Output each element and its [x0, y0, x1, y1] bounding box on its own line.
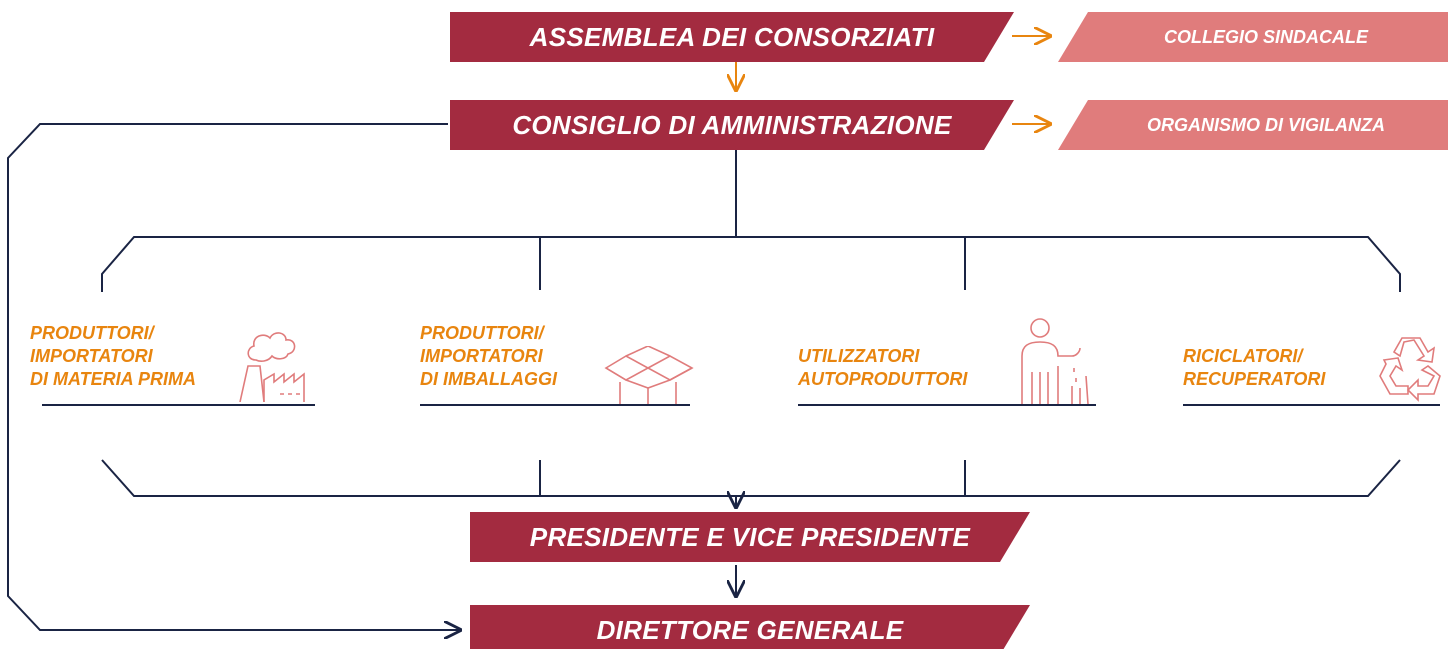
- top-bracket: [101, 236, 1401, 292]
- category-label-line: IMPORTATORI: [30, 346, 153, 366]
- node-organismo: ORGANISMO DI VIGILANZA: [1058, 100, 1448, 150]
- recycle-icon: [1379, 337, 1441, 402]
- category-riciclatori: RICICLATORI/ RECUPERATORI: [1183, 345, 1325, 391]
- node-assemblea: ASSEMBLEA DEI CONSORZIATI: [450, 12, 1014, 62]
- category-label-line: RICICLATORI/: [1183, 346, 1303, 366]
- category-label-line: PRODUTTORI/: [30, 323, 154, 343]
- node-presidente: PRESIDENTE E VICE PRESIDENTE: [470, 512, 1030, 562]
- node-direttore-label: DIRETTORE GENERALE: [596, 614, 904, 645]
- category-label-line: DI IMBALLAGGI: [420, 369, 557, 389]
- connector-consiglio-to-direttore: [7, 123, 460, 630]
- node-organismo-label: ORGANISMO DI VIGILANZA: [1147, 114, 1385, 135]
- bottom-bracket: [101, 459, 1401, 497]
- node-consiglio-label: CONSIGLIO DI AMMINISTRAZIONE: [512, 109, 952, 140]
- node-assemblea-label: ASSEMBLEA DEI CONSORZIATI: [529, 21, 935, 52]
- category-label-line: AUTOPRODUTTORI: [798, 369, 968, 389]
- category-produttori-materia-prima: PRODUTTORI/ IMPORTATORI DI MATERIA PRIMA: [30, 322, 196, 391]
- category-label-line: RECUPERATORI: [1183, 369, 1326, 389]
- node-presidente-label: PRESIDENTE E VICE PRESIDENTE: [529, 521, 971, 552]
- category-label-line: IMPORTATORI: [420, 346, 543, 366]
- category-utilizzatori: UTILIZZATORI AUTOPRODUTTORI: [798, 345, 967, 391]
- category-label-line: PRODUTTORI/: [420, 323, 544, 343]
- category-label-line: DI MATERIA PRIMA: [30, 369, 196, 389]
- category-produttori-imballaggi: PRODUTTORI/ IMPORTATORI DI IMBALLAGGI: [420, 322, 557, 391]
- person-disposing-icon: [1021, 318, 1089, 404]
- node-consiglio: CONSIGLIO DI AMMINISTRAZIONE: [450, 100, 1014, 150]
- factory-icon: [239, 332, 305, 402]
- boxes-icon: [604, 346, 694, 404]
- node-collegio: COLLEGIO SINDACALE: [1058, 12, 1448, 62]
- category-label-line: UTILIZZATORI: [798, 346, 920, 366]
- node-collegio-label: COLLEGIO SINDACALE: [1163, 26, 1368, 47]
- node-direttore: DIRETTORE GENERALE: [470, 605, 1030, 649]
